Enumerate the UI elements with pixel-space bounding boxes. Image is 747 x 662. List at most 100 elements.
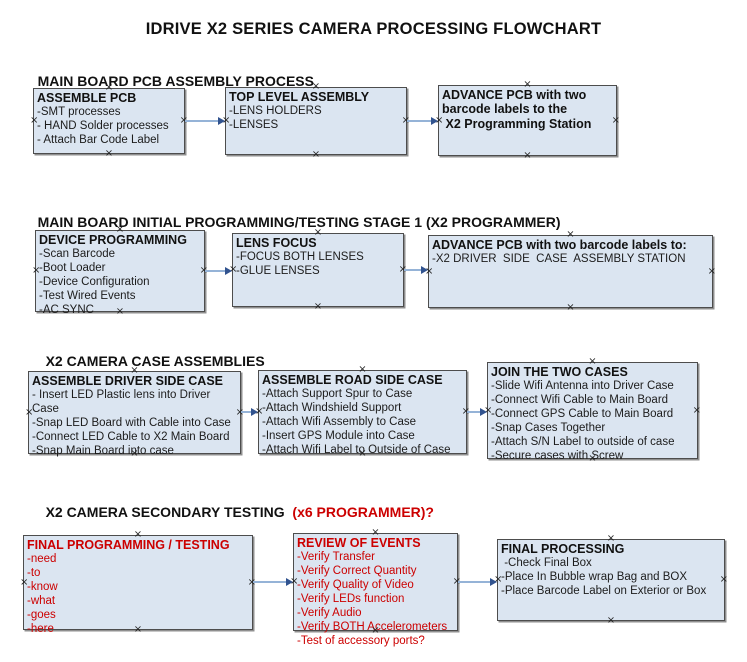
box-item: -Test of accessory ports? [297, 635, 425, 648]
flow-box-final-processing: FINAL PROCESSING -Check Final Box-Place … [494, 534, 728, 626]
box-item: -Verify Transfer [297, 551, 375, 564]
connector-line [458, 581, 490, 583]
box-item: -Connect Wifi Cable to Main Board [491, 394, 669, 407]
box-item: -Check Final Box [501, 557, 592, 570]
heading-text: X2 CAMERA CASE ASSEMBLIES [45, 353, 265, 369]
box-item: -X2 DRIVER SIDE CASE ASSEMBLY STATION [432, 253, 686, 266]
heading-text: MAIN BOARD PCB ASSEMBLY PROCESS [37, 73, 314, 89]
right-arrowhead-icon [286, 578, 293, 586]
flow-box-assemble-road-side-case: ASSEMBLE ROAD SIDE CASE -Attach Support … [255, 365, 470, 459]
connector-line [253, 581, 286, 583]
box-item: -GLUE LENSES [236, 265, 320, 278]
connector-line [241, 411, 251, 413]
box-items: -FOCUS BOTH LENSES-GLUE LENSES [236, 250, 400, 278]
box-item: -Verify Audio [297, 607, 362, 620]
right-arrowhead-icon [421, 266, 428, 274]
flow-arrow [404, 265, 428, 275]
connection-handle-x-icon: × [606, 615, 616, 626]
section-heading-pcb-assembly: MAIN BOARD PCB ASSEMBLY PROCESS [22, 57, 314, 105]
box-item: - Attach Bar Code Label [37, 134, 160, 147]
flow-arrow [458, 577, 497, 587]
right-arrowhead-icon [251, 408, 258, 416]
box-item: -here [27, 623, 54, 636]
flow-arrow [205, 266, 232, 276]
connector-line [185, 120, 218, 122]
box-item: -Device Configuration [39, 276, 150, 289]
connector-line [407, 120, 431, 122]
box-item: -Attach Wifi Assembly to Case [262, 416, 417, 429]
box-item: -Test Wired Events [39, 290, 136, 303]
right-arrowhead-icon [480, 408, 487, 416]
box-item: -Attach Windshield Support [262, 402, 402, 415]
flow-box-assemble-driver-side-case: ASSEMBLE DRIVER SIDE CASE - Insert LED P… [25, 366, 244, 459]
box-item: -LENS HOLDERS [229, 105, 322, 118]
box-title: FINAL PROCESSING [501, 542, 625, 556]
flow-box-join-the-two-cases: JOIN THE TWO CASES -Slide Wifi Antenna i… [484, 357, 701, 464]
box-item: -Verify Quality of Video [297, 579, 414, 592]
connector-line [205, 270, 225, 272]
box-item: -Scan Barcode [39, 248, 116, 261]
box-items: -Scan Barcode-Boot Loader-Device Configu… [39, 247, 201, 317]
flow-box-top-level-assembly: TOP LEVEL ASSEMBLY -LENS HOLDERS-LENSES … [222, 82, 410, 160]
flow-arrow [241, 407, 258, 417]
right-arrowhead-icon [490, 578, 497, 586]
box-item: -to [27, 567, 41, 580]
flow-box-advance-pcb-programming-station: ADVANCE PCB with two barcode labels to t… [435, 80, 620, 161]
right-arrowhead-icon [225, 267, 232, 275]
box-item: -goes [27, 609, 56, 622]
box-item: -Verify Correct Quantity [297, 565, 417, 578]
flow-box-final-programming-testing: FINAL PROGRAMMING / TESTING -need-to-kno… [20, 530, 256, 636]
heading-text: X2 CAMERA SECONDARY TESTING [45, 504, 289, 520]
box-title: DEVICE PROGRAMMING [39, 233, 187, 247]
box-items: -Check Final Box-Place In Bubble wrap Ba… [501, 556, 721, 598]
connection-handle-x-icon: × [313, 301, 323, 312]
box-item: -Snap Cases Together [491, 422, 606, 435]
box-items: -X2 DRIVER SIDE CASE ASSEMBLY STATION [432, 252, 709, 266]
heading-text: MAIN BOARD INITIAL PROGRAMMING/TESTING S… [37, 214, 561, 230]
box-item: -Attach S/N Label to outside of case [491, 436, 675, 449]
box-item: -Verify BOTH Accelerometers [297, 621, 448, 634]
box-item: -Snap Main Board into case [32, 445, 174, 458]
flow-arrow [467, 407, 487, 417]
box-title: ADVANCE PCB with two barcode labels to t… [442, 88, 592, 131]
box-items: -Attach Support Spur to Case-Attach Wind… [262, 387, 463, 457]
box-item: -Place Barcode Label on Exterior or Box [501, 585, 707, 598]
box-item: -know [27, 581, 58, 594]
box-title: ASSEMBLE ROAD SIDE CASE [262, 373, 443, 387]
box-items: -Slide Wifi Antenna into Driver Case-Con… [491, 379, 694, 463]
box-item: -Place In Bubble wrap Bag and BOX [501, 571, 688, 584]
connector-line [467, 411, 480, 413]
flow-box-review-of-events: REVIEW OF EVENTS -Verify Transfer-Verify… [290, 528, 461, 648]
box-item: -Boot Loader [39, 262, 106, 275]
box-title: FINAL PROGRAMMING / TESTING [27, 538, 230, 552]
box-item: -Connect GPS Cable to Main Board [491, 408, 674, 421]
page-title: IDRIVE X2 SERIES CAMERA PROCESSING FLOWC… [145, 20, 602, 38]
box-title: ASSEMBLE PCB [37, 91, 137, 105]
flow-arrow [185, 116, 225, 126]
box-items: -need-to-know-what-goes-here [27, 552, 249, 636]
flow-arrow [407, 116, 438, 126]
box-item: -Verify LEDs function [297, 593, 405, 606]
box-items: - Insert LED Plastic lens into Driver Ca… [32, 388, 237, 458]
box-item: -LENSES [229, 119, 279, 132]
box-title: REVIEW OF EVENTS [297, 536, 421, 550]
box-item: -FOCUS BOTH LENSES [236, 251, 364, 264]
box-items: -Verify Transfer-Verify Correct Quantity… [297, 550, 454, 648]
box-title: LENS FOCUS [236, 236, 317, 250]
section-heading-initial-programming: MAIN BOARD INITIAL PROGRAMMING/TESTING S… [22, 198, 561, 246]
connection-handle-x-icon: × [311, 149, 321, 160]
flow-box-lens-focus: LENS FOCUS -FOCUS BOTH LENSES-GLUE LENSE… [229, 228, 407, 312]
box-title: ADVANCE PCB with two barcode labels to: [432, 238, 687, 252]
right-arrowhead-icon [431, 117, 438, 125]
connection-handle-x-icon: × [104, 148, 114, 159]
box-title: ASSEMBLE DRIVER SIDE CASE [32, 374, 224, 388]
connection-handle-x-icon: × [523, 150, 532, 161]
box-item: -what [27, 595, 56, 608]
section-heading-case-assemblies: X2 CAMERA CASE ASSEMBLIES [30, 337, 265, 385]
connection-handle-x-icon: × [707, 265, 716, 277]
connection-handle-x-icon: × [566, 302, 575, 313]
box-item: -Insert GPS Module into Case [262, 430, 415, 443]
box-title: JOIN THE TWO CASES [491, 365, 628, 379]
box-item: -AC SYNC [39, 304, 94, 317]
